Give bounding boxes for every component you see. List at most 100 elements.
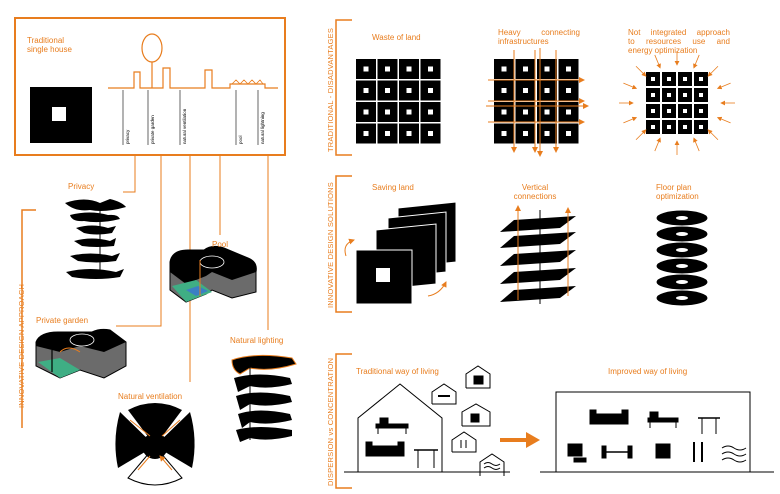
house-marker bbox=[363, 88, 369, 93]
saving-land-stack bbox=[344, 201, 457, 305]
label-natural-lightning: natural lightning bbox=[260, 112, 265, 144]
resource-arrow bbox=[716, 82, 731, 90]
label-natural-ventilation: natural ventilation bbox=[182, 108, 187, 144]
floor-plan-label: Floor plan optimization bbox=[656, 183, 699, 201]
energy-optimization-grid bbox=[619, 51, 735, 155]
heavy-infrastructure-label: Heavy connecting bbox=[498, 28, 580, 37]
house-marker bbox=[651, 93, 655, 97]
house-marker bbox=[406, 66, 412, 72]
disc-core bbox=[676, 264, 688, 268]
house-marker bbox=[683, 93, 687, 97]
vertical-connections-stack bbox=[500, 205, 576, 304]
house-marker bbox=[651, 109, 655, 113]
water-icon bbox=[721, 445, 747, 463]
disc-core bbox=[676, 232, 688, 236]
resource-arrow bbox=[654, 54, 661, 69]
sofa-icon bbox=[589, 409, 629, 425]
label-pool: pool bbox=[238, 135, 243, 144]
traditional-living-label: Traditional way of living bbox=[356, 367, 439, 376]
house-title: Traditional single house bbox=[27, 36, 72, 54]
house-marker bbox=[544, 109, 550, 115]
house-marker bbox=[699, 125, 703, 129]
computer-icon bbox=[567, 443, 583, 457]
label-private-garden: private garden bbox=[150, 115, 155, 144]
pool-label: Pool bbox=[212, 240, 229, 249]
table-icon bbox=[698, 417, 720, 434]
house-marker bbox=[385, 109, 390, 115]
house-marker bbox=[406, 131, 412, 136]
traditional-house-panel bbox=[14, 17, 286, 156]
resource-arrow bbox=[693, 54, 700, 69]
house-marker bbox=[406, 109, 412, 115]
improved-living-label: Improved way of living bbox=[608, 367, 688, 376]
house-marker bbox=[501, 88, 507, 93]
house-marker bbox=[667, 109, 671, 113]
natural-lighting-label: Natural lighting bbox=[230, 336, 284, 345]
house-marker bbox=[523, 88, 528, 93]
resource-arrow bbox=[654, 137, 661, 152]
house-marker bbox=[501, 66, 507, 72]
house-section-profile bbox=[108, 67, 278, 89]
house-marker bbox=[667, 125, 671, 129]
resource-arrow bbox=[623, 82, 638, 90]
cutlery-icon bbox=[693, 442, 703, 462]
house-marker bbox=[566, 109, 571, 115]
house-marker bbox=[566, 66, 571, 72]
house-marker bbox=[699, 77, 703, 81]
house-marker bbox=[523, 66, 528, 72]
bed-icon bbox=[375, 417, 409, 434]
house-marker bbox=[667, 77, 671, 81]
house-marker bbox=[428, 109, 433, 115]
disc-core bbox=[676, 296, 688, 300]
house-marker bbox=[544, 131, 550, 136]
private-garden-illustration bbox=[35, 328, 127, 379]
waste-of-land-grid bbox=[356, 59, 441, 144]
house-marker bbox=[501, 131, 507, 136]
house-marker bbox=[566, 88, 571, 93]
waste-of-land-label: Waste of land bbox=[372, 33, 421, 42]
section-innovative-solutions: INNOVATIVE DESIGN SOLUTIONS bbox=[326, 182, 335, 308]
natural-lighting-illustration bbox=[231, 354, 297, 442]
vertical-connections-label: Vertical connections bbox=[513, 183, 557, 201]
dumbbell-icon bbox=[601, 445, 633, 459]
section-brackets bbox=[21, 19, 352, 489]
house-marker bbox=[683, 125, 687, 129]
house-marker bbox=[363, 66, 369, 72]
house-marker bbox=[501, 109, 507, 115]
natural-ventilation-illustration bbox=[115, 403, 195, 486]
pool-block-illustration bbox=[169, 245, 257, 303]
section-dispersion: DISPERSION vs CONCENTRATION bbox=[326, 357, 335, 486]
disc-core bbox=[676, 280, 688, 284]
resource-arrow bbox=[623, 116, 638, 124]
house-marker bbox=[385, 66, 390, 72]
resource-arrow bbox=[707, 129, 719, 141]
house-marker bbox=[699, 93, 703, 97]
floor-plan-disc-stack bbox=[655, 209, 709, 307]
section-traditional-disadvantages: TRADITIONAL - DISADVANTAGES bbox=[326, 27, 335, 152]
not-integrated-label-3: energy optimization bbox=[628, 46, 698, 55]
not-integrated-label: Not integrated approach to resources use… bbox=[628, 28, 730, 46]
disc-core bbox=[676, 216, 688, 220]
label-privacy: privacy bbox=[125, 129, 130, 144]
house-marker bbox=[428, 66, 433, 72]
saving-land-label: Saving land bbox=[372, 183, 414, 192]
house-marker bbox=[651, 125, 655, 129]
resource-arrow bbox=[693, 137, 700, 152]
privacy-stack-illustration bbox=[65, 199, 126, 279]
traditional-living-scene bbox=[344, 365, 510, 476]
heavy-infrastructure-grid bbox=[486, 48, 589, 157]
house-marker bbox=[544, 88, 550, 93]
house-marker bbox=[523, 131, 528, 136]
house-marker bbox=[566, 131, 571, 136]
house-marker bbox=[385, 88, 390, 93]
house-marker bbox=[683, 109, 687, 113]
house-marker bbox=[428, 131, 433, 136]
resource-arrow bbox=[716, 116, 731, 124]
house-marker bbox=[363, 131, 369, 136]
privacy-label: Privacy bbox=[68, 182, 95, 191]
house-marker bbox=[523, 109, 528, 115]
house-marker bbox=[699, 109, 703, 113]
house-marker bbox=[683, 77, 687, 81]
resource-arrow bbox=[635, 129, 647, 141]
